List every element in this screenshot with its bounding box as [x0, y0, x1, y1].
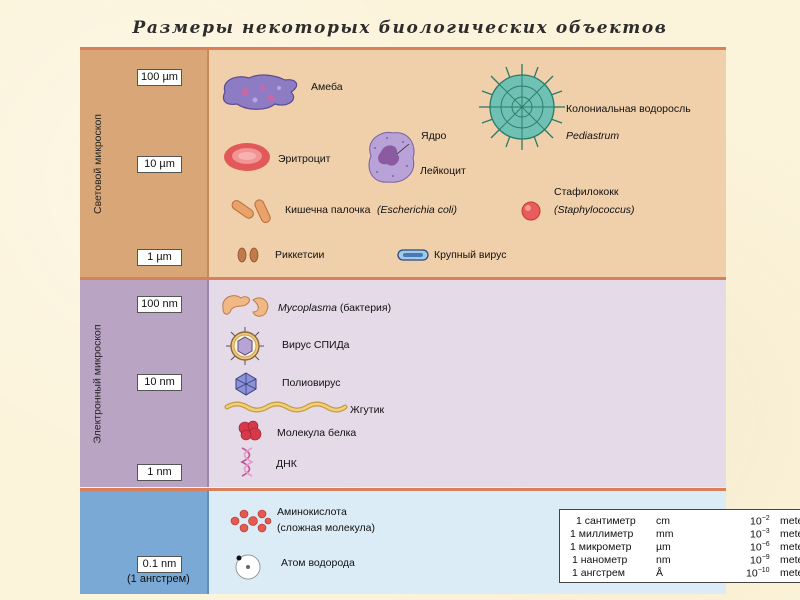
ecoli-icon: [231, 199, 271, 224]
rickettsia-label: Риккетсии: [275, 249, 325, 261]
pediastrum-icon: [479, 64, 565, 150]
poliovirus-icon: [235, 372, 257, 396]
ameba-icon: [222, 74, 298, 110]
light-content: Амеба Колониальная водоросль Pediastrum: [207, 50, 726, 277]
staphylococcus-latin-label: (Staphylococcus): [554, 204, 635, 216]
hiv-label: Вирус СПИДа: [282, 339, 350, 351]
amino-acid-icon: [230, 509, 272, 533]
unit-meter: meter: [780, 541, 800, 553]
large-virus-icon: [397, 249, 429, 261]
electron-microscope-band: Электронный микроскоп 100 nm 10 nm 1 nm …: [80, 277, 726, 487]
alga-label: Колониальная водоросль: [566, 103, 691, 115]
band-divider: [80, 488, 726, 491]
flagellum-icon: [224, 401, 348, 413]
ecoli-label: Кишечна палочка: [285, 204, 371, 216]
unit-name: 1 ангстрем: [572, 567, 625, 579]
unit-name: 1 сантиметр: [576, 515, 636, 527]
staphylococcus-icon: [521, 201, 541, 221]
unit-name: 1 нанометр: [572, 554, 628, 566]
unit-power: 10−6: [750, 541, 770, 554]
unit-abbr: nm: [656, 554, 671, 566]
poliovirus-label: Полиовирус: [282, 377, 341, 389]
mycoplasma-ru: (бактерия): [339, 302, 392, 314]
amino-acid-note: (сложная молекула): [277, 522, 375, 534]
scale-10-um: 10 µm: [137, 156, 182, 173]
mycoplasma-latin: Mycoplasma: [278, 302, 337, 314]
large-virus-label: Крупный вирус: [434, 249, 507, 261]
mycoplasma-label: Mycoplasma (бактерия): [278, 302, 391, 314]
unit-power: 10−3: [750, 528, 770, 541]
molecular-content: Аминокислота (сложная молекула) Атом вод…: [207, 491, 800, 594]
unit-name: 1 микрометр: [570, 541, 632, 553]
hydrogen-atom-icon: [235, 554, 261, 580]
unit-power: 10−9: [750, 554, 770, 567]
hiv-icon: [226, 327, 264, 365]
leukocyte-label: Лейкоцит: [420, 165, 466, 177]
ecoli-latin-label: (Escherichia coli): [377, 204, 457, 216]
molecular-side-panel: [80, 491, 209, 594]
nucleus-label: Ядро: [421, 130, 447, 142]
dna-label: ДНК: [276, 458, 297, 470]
leukocyte-icon: [368, 131, 415, 183]
electron-content: Mycoplasma (бактерия) Вирус СПИДа Полиов…: [207, 280, 726, 487]
protein-label: Молекула белка: [277, 427, 357, 439]
scale-100-nm: 100 nm: [137, 296, 182, 313]
units-row: 1 микрометр µm 10−6 meter: [560, 541, 800, 554]
units-row: 1 ангстрем Å 10−10 meter: [560, 567, 800, 580]
dna-icon: [240, 447, 254, 477]
angstrom-note: (1 ангстрем): [127, 573, 190, 585]
protein-icon: [238, 420, 262, 441]
unit-abbr: mm: [656, 528, 674, 540]
erythrocyte-label: Эритроцит: [278, 153, 331, 165]
flagellum-label: Жгутик: [350, 404, 385, 416]
scale-10-nm: 10 nm: [137, 374, 182, 391]
units-table: 1 сантиметр cm 10−2 meter 1 миллиметр mm…: [559, 509, 800, 583]
unit-meter: meter: [780, 567, 800, 579]
unit-abbr: µm: [656, 541, 671, 553]
electron-microscope-label: Электронный микроскоп: [92, 323, 105, 444]
band-divider: [80, 277, 726, 280]
molecular-band: 0.1 nm (1 ангстрем) Аминокислота (сложна…: [80, 488, 800, 594]
rickettsia-icon: [237, 247, 259, 263]
scale-1-um: 1 µm: [137, 249, 182, 266]
scale-1-nm: 1 nm: [137, 464, 182, 481]
mycoplasma-icon: [222, 295, 269, 317]
unit-meter: meter: [780, 515, 800, 527]
unit-power: 10−2: [750, 515, 770, 528]
ameba-label: Амеба: [311, 81, 343, 93]
units-row: 1 миллиметр mm 10−3 meter: [560, 528, 800, 541]
band-divider: [80, 47, 726, 50]
staphylococcus-label: Стафилококк: [554, 186, 619, 198]
unit-meter: meter: [780, 554, 800, 566]
hydrogen-atom-label: Атом водорода: [281, 557, 355, 569]
unit-abbr: Å: [656, 567, 664, 579]
scale-0-1-nm: 0.1 nm: [137, 556, 182, 573]
amino-acid-label: Аминокислота: [277, 506, 347, 518]
alga-latin-label: Pediastrum: [566, 130, 620, 142]
light-microscope-band: Световой микроскоп 100 µm 10 µm 1 µm Аме…: [80, 47, 726, 277]
erythrocyte-icon: [224, 143, 270, 171]
units-row: 1 нанометр nm 10−9 meter: [560, 554, 800, 567]
unit-power: 10−10: [746, 567, 770, 580]
scale-100-um: 100 µm: [137, 69, 182, 86]
light-microscope-label: Световой микроскоп: [92, 113, 104, 214]
unit-abbr: cm: [656, 515, 670, 527]
unit-meter: meter: [780, 528, 800, 540]
page-title: Размеры некоторых биологических объектов: [132, 18, 668, 38]
unit-name: 1 миллиметр: [570, 528, 634, 540]
units-row: 1 сантиметр cm 10−2 meter: [560, 515, 800, 528]
